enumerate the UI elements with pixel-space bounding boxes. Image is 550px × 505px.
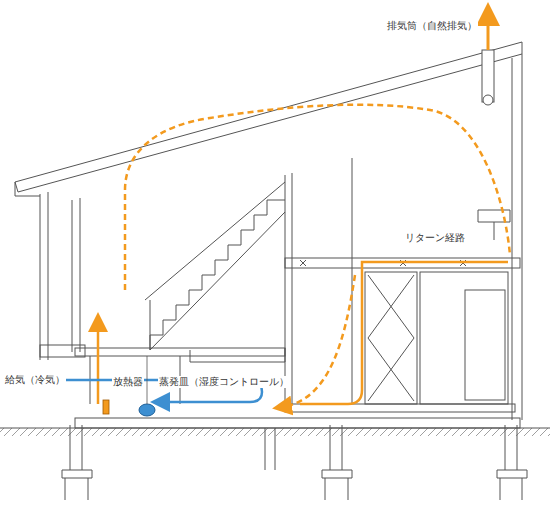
return-label: リターン経路 (404, 232, 466, 244)
dish-label: 蒸発皿（湿度コントロール） (158, 376, 290, 388)
supply-label: 給気（冷気） (4, 374, 66, 386)
radiator-label: 放熱器 (112, 376, 144, 388)
exhaust-label: 排気筒（自然排気） (386, 20, 478, 32)
